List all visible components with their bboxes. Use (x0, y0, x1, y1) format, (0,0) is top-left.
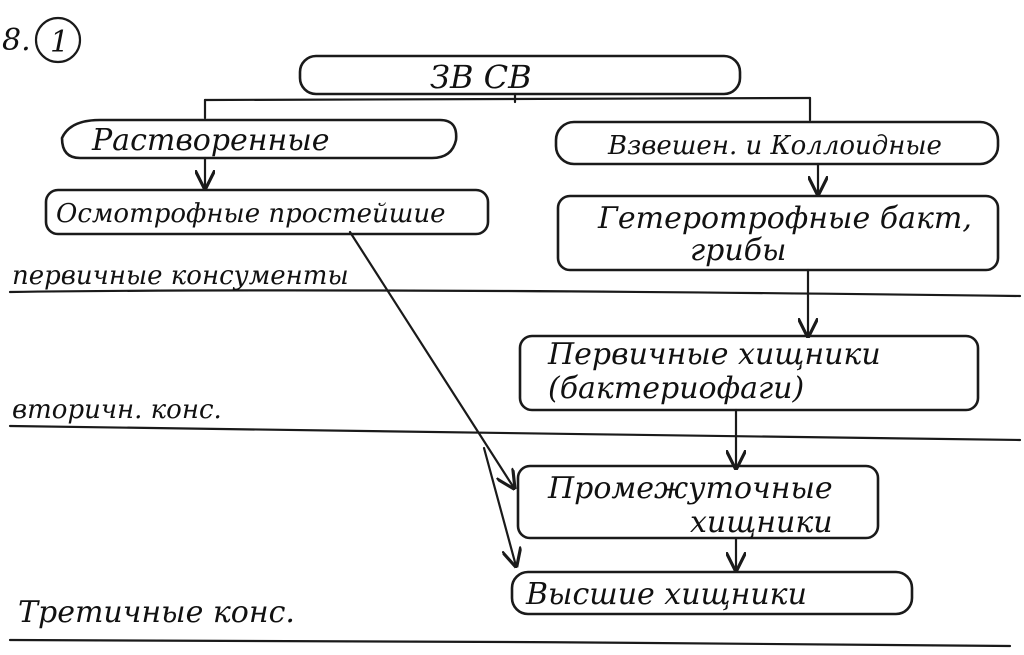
node-higher-predators-box (510, 570, 914, 616)
node-intermediate-predators-label-2: хищники (690, 505, 833, 540)
corner-number: 8. (2, 23, 31, 58)
node-heterotrophs-label-2: грибы (690, 233, 786, 268)
node-primary-predators-label-2: (бактериофаги) (548, 371, 804, 406)
arrow-osmotrophs-to-intermediate-predators (348, 230, 514, 488)
node-suspended-label: Взвешен. и Коллоидные (607, 131, 942, 161)
node-dissolved-label: Растворенные (91, 123, 330, 158)
node-heterotrophs-label-1: Гетеротрофные бакт, (597, 201, 972, 236)
node-higher-predators-label: Высшие хищники (525, 577, 807, 612)
level-divider-2 (8, 424, 1022, 442)
node-intermediate-predators-label-1: Промежуточные (547, 471, 833, 506)
node-suspended-box (554, 120, 1000, 166)
corner-circle (34, 16, 82, 64)
node-intermediate-predators-box (516, 464, 880, 540)
level-divider-3 (8, 638, 1012, 648)
node-root-label: ЗВ СВ (430, 58, 532, 96)
node-dissolved-box (60, 118, 458, 160)
arrow-loop-to-higher-predators (482, 446, 516, 566)
level-divider-1 (8, 289, 1022, 298)
node-primary-predators-box (518, 334, 980, 412)
node-osmotrophs-box (44, 188, 490, 236)
level-label-primary: первичные консументы (12, 261, 349, 291)
level-label-secondary: вторичн. конс. (12, 395, 222, 425)
corner-circled-number: 1 (50, 25, 69, 60)
node-primary-predators-label-1: Первичные хищники (547, 337, 881, 372)
level-label-tertiary: Третичные конс. (18, 595, 295, 630)
node-root-box (298, 54, 742, 96)
node-heterotrophs-box (556, 194, 1000, 272)
connector-branch (203, 96, 812, 102)
node-osmotrophs-label: Осмотрофные простейшие (56, 199, 446, 229)
